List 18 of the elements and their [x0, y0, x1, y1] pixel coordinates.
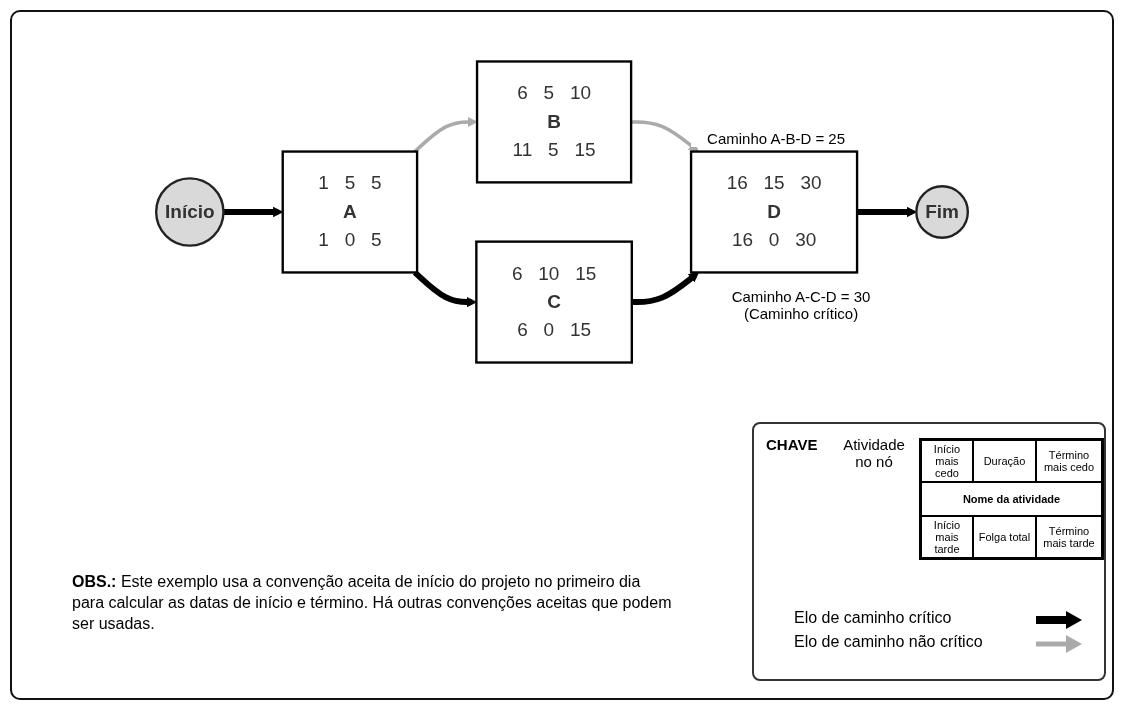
legend-text: Elo de caminho crítico — [794, 609, 952, 627]
node-circle: Fim — [915, 185, 969, 239]
node-box: 16 15 30 D 16 0 30 — [689, 150, 859, 274]
legend-text: Elo de caminho não crítico — [794, 633, 983, 651]
node-box: 6 5 10 B 11 5 15 — [475, 60, 633, 184]
node-box: 1 5 5 A 1 0 5 — [281, 150, 419, 274]
key-subtitle: Atividade no nó — [842, 436, 906, 470]
key-title: CHAVE — [766, 436, 818, 453]
note-text: OBS.: Este exemplo usa a convenção aceita de início do projeto no primeiro dia para calcular as datas de início e término. Há outras convenções aceitas que podem ser usadas. — [72, 572, 672, 634]
arrow — [631, 120, 699, 153]
node-box: 6 10 15 C 6 0 15 — [475, 240, 633, 364]
key-cell: Duração — [972, 439, 1036, 482]
key-cell: Início mais cedo — [920, 439, 973, 482]
arrow — [631, 271, 699, 306]
arrow — [857, 206, 917, 218]
arrow — [413, 116, 478, 153]
arrow — [412, 270, 477, 308]
node-circle: Início — [155, 177, 225, 247]
